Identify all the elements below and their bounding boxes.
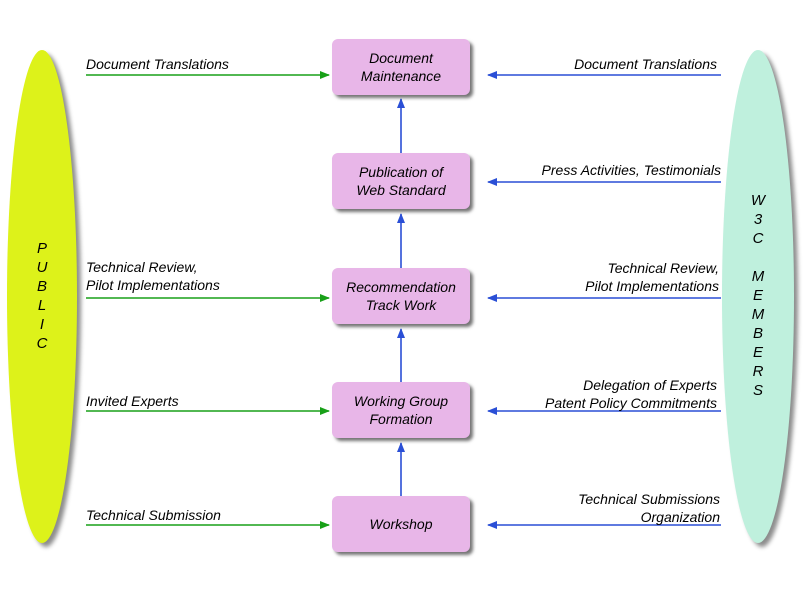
public-label: PUBLIC: [33, 239, 51, 354]
public-input-label: Invited Experts: [86, 393, 179, 409]
box-working-group: Working Group Formation: [332, 382, 470, 438]
public-ellipse: PUBLIC: [7, 50, 77, 543]
member-input-label: Document Translations: [574, 56, 717, 72]
member-input-label: Press Activities, Testimonials: [541, 162, 721, 178]
box-maintenance: Document Maintenance: [332, 39, 470, 95]
member-input-label: Delegation of Experts Patent Policy Comm…: [545, 377, 717, 411]
members-ellipse: W3C MEMBERS: [722, 50, 794, 543]
box-recommendation: Recommendation Track Work: [332, 268, 470, 324]
public-input-label: Technical Review, Pilot Implementations: [86, 259, 220, 293]
box-publication: Publication of Web Standard: [332, 153, 470, 209]
members-label: W3C MEMBERS: [749, 192, 767, 401]
public-input-label: Technical Submission: [86, 507, 221, 523]
box-workshop: Workshop: [332, 496, 470, 552]
member-input-label: Technical Submissions Organization: [578, 491, 720, 525]
public-input-label: Document Translations: [86, 56, 229, 72]
member-input-label: Technical Review, Pilot Implementations: [585, 260, 719, 294]
